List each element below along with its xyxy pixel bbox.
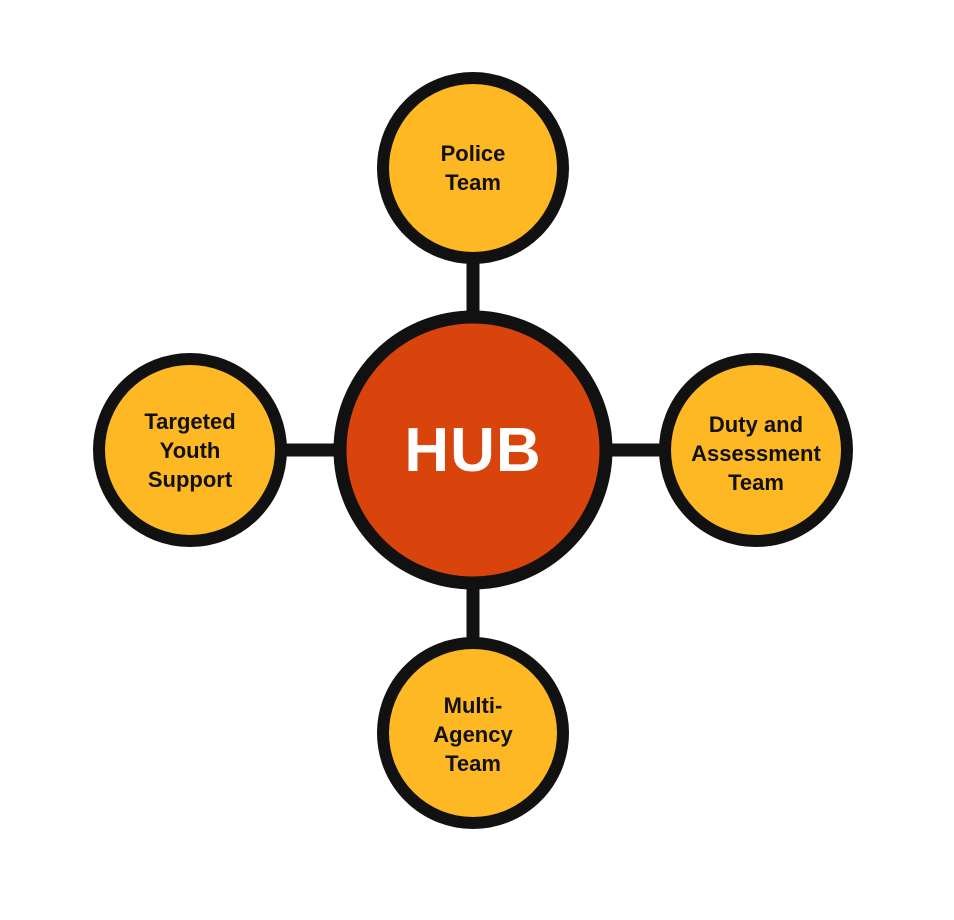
node-label-left: Targeted Youth Support: [144, 408, 236, 492]
node-label-bottom: Multi- Agency Team: [433, 692, 513, 776]
node-label-top: Police Team: [440, 141, 506, 195]
hub-label: HUB: [404, 415, 542, 485]
node-circle-bottom: [377, 637, 569, 829]
node-circle-left: [93, 353, 287, 547]
hub-circle: [333, 310, 613, 590]
node-label-right: Duty and Assessment Team: [691, 411, 821, 495]
node-circle-right: [659, 353, 853, 547]
node-circle-top: [377, 72, 569, 264]
